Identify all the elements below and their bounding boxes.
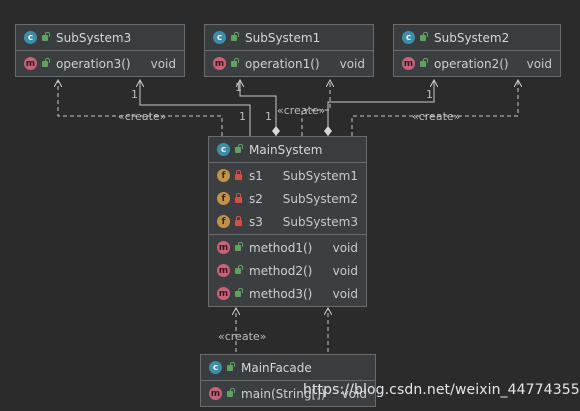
composition-edge-s2 xyxy=(327,80,434,136)
composition-edge-s1 xyxy=(240,80,277,136)
method-row[interactable]: m operation1() void xyxy=(205,52,373,75)
method-name: operation1() xyxy=(245,56,320,71)
field-row[interactable]: f s3 SubSystem3 xyxy=(209,210,366,233)
class-icon: c xyxy=(402,31,415,44)
class-header: c MainSystem xyxy=(209,137,366,163)
create-label-s1: «create» xyxy=(277,104,326,117)
class-name: SubSystem1 xyxy=(245,30,321,45)
field-type: SubSystem3 xyxy=(282,214,358,229)
method-name: method1() xyxy=(249,240,313,255)
method-type: void xyxy=(332,240,358,255)
class-subsystem3[interactable]: c SubSystem3 m operation3() void xyxy=(15,24,185,77)
multiplicity-s1-source: 1 xyxy=(265,110,272,123)
methods-section: m main(String[]) void xyxy=(201,381,375,406)
field-row[interactable]: f s2 SubSystem2 xyxy=(209,187,366,210)
method-row[interactable]: m method1() void xyxy=(209,236,366,259)
class-name: SubSystem2 xyxy=(434,30,510,45)
private-lock-icon xyxy=(234,193,243,203)
create-edge-s3 xyxy=(58,80,223,136)
method-icon: m xyxy=(217,241,230,254)
public-icon xyxy=(226,363,235,372)
multiplicity-s3-target: 1 xyxy=(131,88,138,101)
class-subsystem1[interactable]: c SubSystem1 m operation1() void xyxy=(204,24,374,77)
field-name: s2 xyxy=(249,191,263,206)
public-icon xyxy=(234,145,243,154)
class-mainfacade[interactable]: c MainFacade m main(String[]) void xyxy=(200,354,376,407)
method-row[interactable]: m operation3() void xyxy=(16,52,184,75)
class-header: c SubSystem2 xyxy=(394,25,560,51)
create-label-s2: «create» xyxy=(412,110,461,123)
private-lock-icon xyxy=(234,170,243,180)
method-name: main(String[]) xyxy=(241,386,326,401)
public-icon xyxy=(419,33,428,42)
composition-diamond-s1 xyxy=(272,126,280,136)
method-type: void xyxy=(332,263,358,278)
public-icon xyxy=(419,59,428,68)
method-icon: m xyxy=(217,287,230,300)
public-icon xyxy=(230,33,239,42)
class-icon: c xyxy=(209,361,222,374)
class-name: MainFacade xyxy=(241,360,312,375)
field-type: SubSystem2 xyxy=(282,191,358,206)
method-icon: m xyxy=(24,57,37,70)
public-icon xyxy=(234,266,243,275)
public-icon xyxy=(230,59,239,68)
field-name: s1 xyxy=(249,168,263,183)
method-row[interactable]: m method2() void xyxy=(209,259,366,282)
public-icon xyxy=(41,59,50,68)
multiplicity-s1-target: 1 xyxy=(235,81,242,94)
field-row[interactable]: f s1 SubSystem1 xyxy=(209,164,366,187)
field-icon: f xyxy=(217,215,230,228)
class-icon: c xyxy=(24,31,37,44)
public-icon xyxy=(226,389,235,398)
class-header: c SubSystem3 xyxy=(16,25,184,51)
class-header: c SubSystem1 xyxy=(205,25,373,51)
method-type: void xyxy=(332,286,358,301)
public-icon xyxy=(234,243,243,252)
method-row[interactable]: m main(String[]) void xyxy=(201,382,375,405)
class-subsystem2[interactable]: c SubSystem2 m operation2() void xyxy=(393,24,561,77)
field-icon: f xyxy=(217,192,230,205)
method-type: void xyxy=(150,56,176,71)
method-icon: m xyxy=(213,57,226,70)
methods-section: m operation3() void xyxy=(16,51,184,76)
field-type: SubSystem1 xyxy=(282,168,358,183)
method-row[interactable]: m method3() void xyxy=(209,282,366,305)
method-type: void xyxy=(339,56,365,71)
method-name: operation2() xyxy=(434,56,509,71)
method-name: operation3() xyxy=(56,56,131,71)
methods-section: m operation1() void xyxy=(205,51,373,76)
class-icon: c xyxy=(213,31,226,44)
composition-diamond-s2 xyxy=(324,126,332,136)
method-name: method3() xyxy=(249,286,313,301)
method-row[interactable]: m operation2() void xyxy=(394,52,560,75)
class-mainsystem[interactable]: c MainSystem f s1 SubSystem1 f s2 SubSys… xyxy=(208,136,367,307)
field-icon: f xyxy=(217,169,230,182)
field-name: s3 xyxy=(249,214,263,229)
fields-section: f s1 SubSystem1 f s2 SubSystem2 f s3 Sub… xyxy=(209,163,366,235)
class-header: c MainFacade xyxy=(201,355,375,381)
method-name: method2() xyxy=(249,263,313,278)
methods-section: m operation2() void xyxy=(394,51,560,76)
method-icon: m xyxy=(209,387,222,400)
class-name: SubSystem3 xyxy=(56,30,132,45)
watermark-text: https://blog.csdn.net/weixin_44774355 xyxy=(303,382,580,398)
public-icon xyxy=(41,33,50,42)
method-icon: m xyxy=(402,57,415,70)
create-edge-s2 xyxy=(351,80,518,136)
class-icon: c xyxy=(217,143,230,156)
method-type: void xyxy=(526,56,552,71)
public-icon xyxy=(234,289,243,298)
method-type: void xyxy=(341,386,367,401)
private-lock-icon xyxy=(234,216,243,226)
create-label-facade: «create» xyxy=(218,330,267,343)
methods-section: m method1() void m method2() void m meth… xyxy=(209,235,366,306)
multiplicity-s3-source: 1 xyxy=(239,110,246,123)
method-icon: m xyxy=(217,264,230,277)
multiplicity-s2-target: 1 xyxy=(426,88,433,101)
create-label-s3: «create» xyxy=(118,110,167,123)
class-name: MainSystem xyxy=(249,142,323,157)
